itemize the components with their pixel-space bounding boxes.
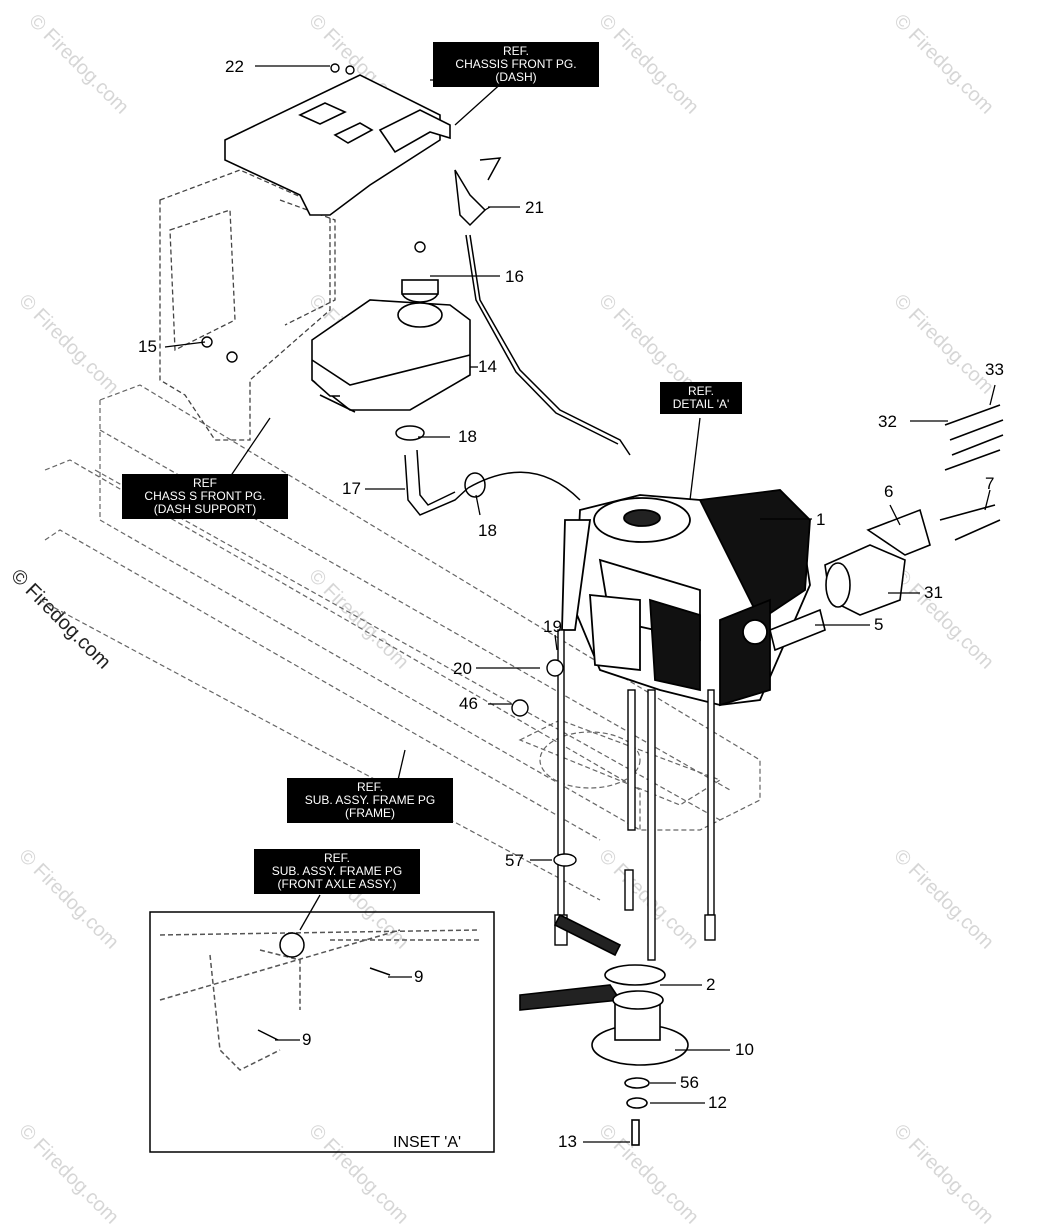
ref-detail-a-callout: REF. DETAIL 'A' [660, 382, 742, 414]
callout-line: (DASH SUPPORT) [153, 502, 257, 516]
part-number: 14 [478, 357, 497, 376]
ref-chassis-dash-callout: REF. CHASSIS FRONT PG. (DASH) [433, 42, 599, 87]
part-number: 2 [706, 975, 716, 994]
part-number: 56 [680, 1073, 699, 1092]
part-number: 31 [924, 583, 943, 602]
callout-line: SUB. ASSY. FRAME PG [304, 793, 436, 807]
muffler [769, 508, 931, 652]
part-number: 18 [478, 521, 497, 540]
callout-line: CHASSIS FRONT PG. [455, 57, 577, 71]
callout-line: REF. [323, 851, 350, 865]
dash-support [159, 169, 336, 441]
part-number: 57 [505, 851, 524, 870]
part-number: 21 [525, 198, 544, 217]
ref-frame-callout: REF. SUB. ASSY. FRAME PG (FRAME) [287, 778, 453, 823]
parts-diagram: © Firedog.com © Firedog.com © Firedog.co… [6, 10, 1004, 1229]
small-fasteners [201, 63, 577, 867]
callout-line: REF. [356, 780, 383, 794]
inset-caption: INSET 'A' [393, 1134, 462, 1151]
part-number: 32 [878, 412, 897, 431]
callout-line: (FRAME) [345, 806, 395, 820]
part-number: 9 [302, 1030, 312, 1049]
part-number: 1 [816, 510, 826, 529]
dash-panel [224, 74, 451, 216]
callout-line: REF. [687, 384, 714, 398]
ref-front-axle-callout: REF. SUB. ASSY. FRAME PG (FRONT AXLE ASS… [254, 849, 420, 894]
part-number: 46 [459, 694, 478, 713]
callout-line: CHASS S FRONT PG. [144, 489, 266, 503]
muffler-bolts [939, 404, 1004, 541]
part-number: 17 [342, 479, 361, 498]
engine [561, 489, 811, 707]
ref-dash-support-callout: REF CHASS S FRONT PG. (DASH SUPPORT) [122, 474, 288, 519]
callout-line: SUB. ASSY. FRAME PG [271, 864, 403, 878]
fuel-tank [311, 279, 471, 413]
part-number: 13 [558, 1132, 577, 1151]
fuel-line [395, 425, 581, 516]
callout-line: (FRONT AXLE ASSY.) [277, 877, 397, 891]
throttle-cable [454, 157, 631, 456]
part-number: 16 [505, 267, 524, 286]
part-number: 10 [735, 1040, 754, 1059]
part-number: 20 [453, 659, 472, 678]
callout-line: DETAIL 'A' [672, 397, 730, 411]
part-number: 19 [543, 617, 562, 636]
part-number: 9 [414, 967, 424, 986]
leader-lines [164, 65, 996, 1143]
part-number: 18 [458, 427, 477, 446]
part-number: 33 [985, 360, 1004, 379]
part-number: 7 [985, 474, 995, 493]
callout-line: REF. [502, 44, 529, 58]
inset-a [149, 911, 495, 1153]
blade-belt [519, 913, 689, 1146]
callout-line: (DASH) [495, 70, 537, 84]
part-number: 6 [884, 482, 894, 501]
callout-line: REF [193, 476, 217, 490]
part-number: 15 [138, 337, 157, 356]
part-number: 12 [708, 1093, 727, 1112]
part-number: 5 [874, 615, 884, 634]
part-number: 22 [225, 57, 244, 76]
exploded-view-drawing [39, 63, 1004, 1153]
